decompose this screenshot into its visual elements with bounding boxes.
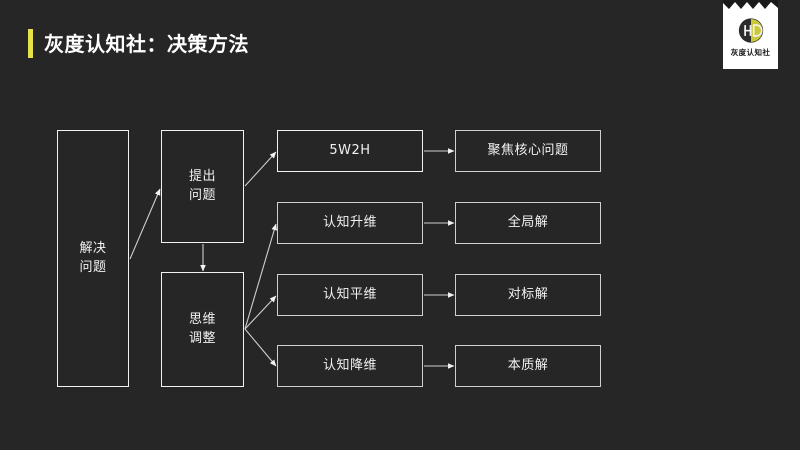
node-method-cognitive-upgrade[interactable]: 认知升维 — [277, 202, 423, 244]
node-label: 本质解 — [507, 357, 549, 373]
node-result-benchmark-solution[interactable]: 对标解 — [455, 274, 601, 316]
node-solve-problem[interactable]: 解决 问题 — [57, 130, 129, 387]
logo-zigzag-icon — [723, 0, 778, 9]
edge-raise-to-5w2h — [244, 151, 277, 187]
node-label: 全局解 — [507, 214, 549, 230]
node-label: 5W2H — [329, 142, 371, 158]
node-result-global-solution[interactable]: 全局解 — [455, 202, 601, 244]
node-label: 聚焦核心问题 — [487, 142, 569, 158]
node-method-5w2h[interactable]: 5W2H — [277, 130, 423, 172]
edge-solve-to-raise — [129, 188, 161, 260]
logo-emblem-icon — [738, 18, 763, 43]
node-method-cognitive-level[interactable]: 认知平维 — [277, 274, 423, 316]
node-label: 认知降维 — [322, 357, 377, 373]
title-accent-bar — [28, 29, 33, 58]
title-text: 灰度认知社：决策方法 — [44, 31, 249, 56]
node-label: 对标解 — [507, 286, 549, 302]
edge-adjust-to-down — [244, 328, 277, 367]
edge-adjust-to-flat — [244, 295, 277, 330]
node-label: 解决 问题 — [79, 240, 107, 275]
node-thinking-adjustment[interactable]: 思维 调整 — [161, 272, 244, 387]
node-label: 认知平维 — [322, 286, 377, 302]
node-result-focus-core-problem[interactable]: 聚焦核心问题 — [455, 130, 601, 172]
node-raise-question[interactable]: 提出 问题 — [161, 130, 244, 243]
node-label: 思维 调整 — [188, 311, 216, 346]
node-label: 认知升维 — [322, 214, 377, 230]
logo-name-text: 灰度认知社 — [730, 48, 771, 57]
page-title: 灰度认知社：决策方法 — [28, 29, 249, 58]
node-method-cognitive-downgrade[interactable]: 认知降维 — [277, 345, 423, 387]
node-label: 提出 问题 — [188, 168, 216, 203]
brand-logo: 灰度认知社 — [723, 0, 778, 69]
edge-adjust-to-up — [244, 223, 277, 330]
node-result-essential-solution[interactable]: 本质解 — [455, 345, 601, 387]
